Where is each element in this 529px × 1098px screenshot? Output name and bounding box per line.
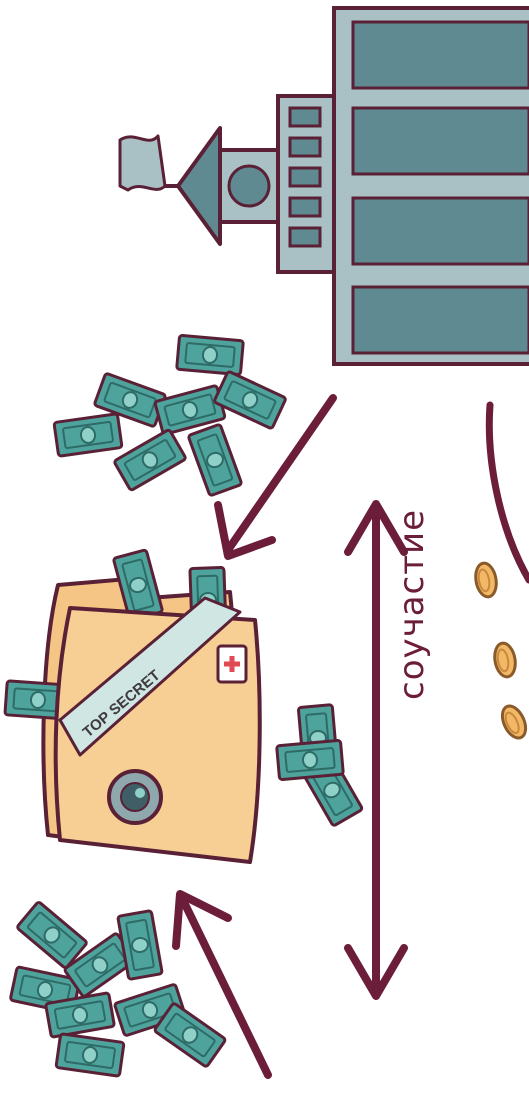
curve-line <box>489 405 529 580</box>
secret-folder-icon: TOP SECRET <box>5 550 260 862</box>
money-stack-icon <box>54 335 286 496</box>
government-building-icon <box>120 8 529 364</box>
money-small-icon <box>277 705 363 827</box>
complicity-label: соучастие <box>392 509 432 700</box>
flag-icon <box>120 136 165 190</box>
safe-dial-icon <box>109 771 161 823</box>
coin-icon <box>473 562 529 742</box>
